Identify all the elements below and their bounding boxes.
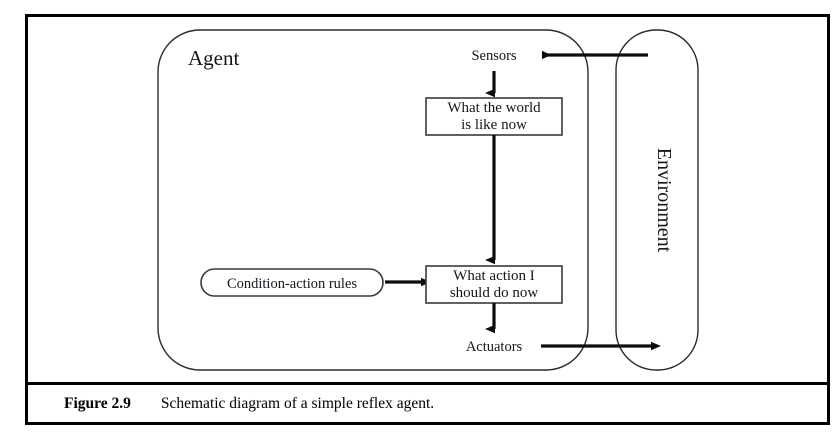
action-select-label-line2: should do now [450,285,539,301]
world-state-label-line1: What the world [447,100,541,116]
world-state-box [425,97,563,136]
figure-caption: Figure 2.9 Schematic diagram of a simple… [28,385,827,422]
condition-action-rules-pill [200,268,384,297]
condition-action-rules-label: Condition-action rules [227,276,357,292]
figure-caption-label: Figure 2.9 [64,394,131,412]
figure-frame: Agent Environment [25,14,830,425]
caption-separator [28,382,827,385]
sensors-label: Sensors [471,48,516,64]
action-select-label-line1: What action I [453,268,535,284]
agent-title-label: Agent [188,46,239,70]
agent-container [157,29,589,371]
environment-container [615,29,699,371]
environment-title-label: Environment [653,148,675,253]
action-select-box [425,265,563,304]
actuators-label: Actuators [466,339,523,355]
world-state-label-line2: is like now [461,117,527,133]
diagram-area: Agent Environment [28,17,827,382]
figure-caption-text: Schematic diagram of a simple reflex age… [160,394,435,412]
diagram-svg: Agent Environment [157,29,699,371]
